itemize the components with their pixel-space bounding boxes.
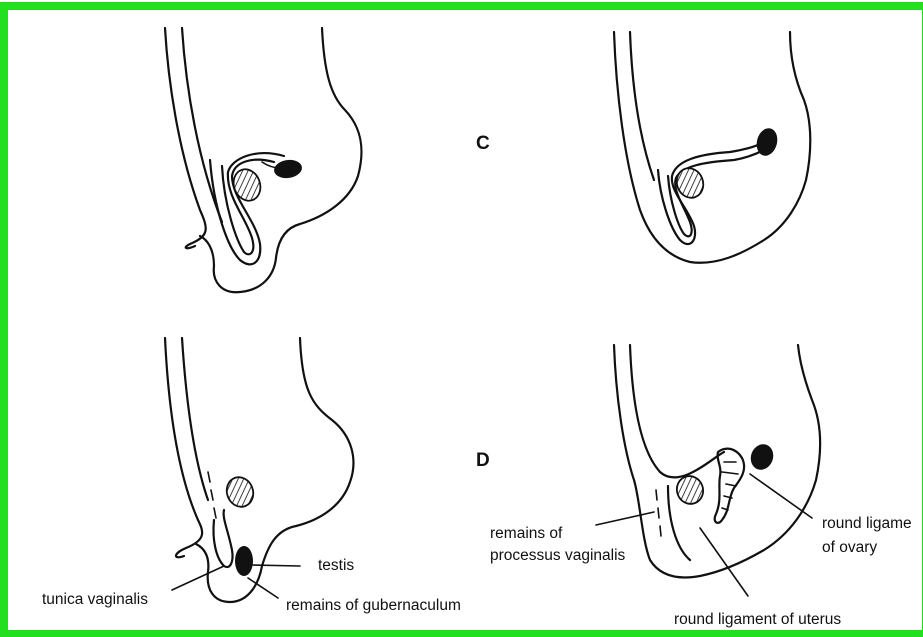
panel-bottom-left: testis tunica vaginalis remains of guber… xyxy=(42,338,461,614)
label-remains-processus-1: remains of xyxy=(490,525,563,542)
label-testis: testis xyxy=(318,557,354,574)
figure-frame xyxy=(4,6,923,634)
label-round-ligament-ovary-1: round ligame xyxy=(822,515,912,532)
label-tunica-vaginalis: tunica vaginalis xyxy=(42,591,148,608)
testis-shape xyxy=(235,546,253,576)
gonad-shape xyxy=(273,158,303,180)
panel-letter-c: C xyxy=(476,133,490,154)
ovary-shape xyxy=(747,441,777,473)
label-remains-processus-2: processus vaginalis xyxy=(490,547,626,564)
panel-top-right: C xyxy=(476,32,810,263)
label-round-ligament-uterus: round ligament of uterus xyxy=(674,611,841,628)
panel-letter-d: D xyxy=(476,450,490,471)
hatched-structure xyxy=(223,473,258,510)
label-round-ligament-ovary-2: of ovary xyxy=(822,539,877,556)
panel-bottom-right: D remains of processus vaginalis round l… xyxy=(476,345,912,628)
label-remains-gubernaculum: remains of gubernaculum xyxy=(286,597,461,614)
panel-top-left xyxy=(165,28,362,292)
hatched-structure xyxy=(229,166,264,205)
